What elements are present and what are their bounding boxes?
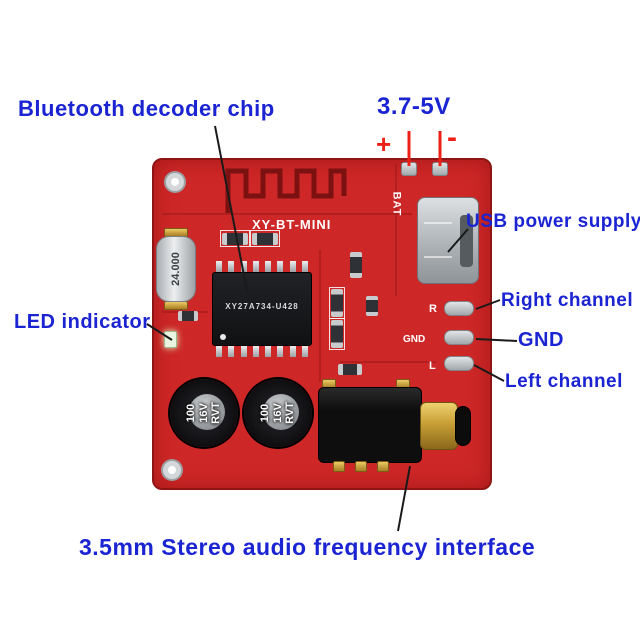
audio-jack-opening [455, 406, 471, 446]
chip-pins-top [216, 261, 308, 272]
label-led-indicator: LED indicator [14, 311, 151, 333]
silkscreen-box [329, 318, 345, 350]
pad-label-right: R [429, 303, 437, 315]
audio-jack-body [318, 387, 422, 463]
chip-pins-bottom [216, 346, 308, 357]
line-led [146, 323, 173, 341]
label-right-channel: Right channel [501, 290, 634, 311]
label-gnd: GND [518, 329, 564, 351]
smd-component [331, 289, 343, 317]
usb-shell-crease [424, 222, 452, 224]
smd-component [222, 233, 248, 245]
jack-pin-pad [333, 461, 345, 472]
electrolytic-capacitor: 100 16V RVT [170, 379, 238, 447]
right-channel-pad [444, 301, 474, 316]
chip-marking: XY27A734-U428 [225, 302, 299, 311]
mounting-hole-top-left [166, 173, 184, 191]
smd-component [366, 296, 378, 316]
usb-opening [460, 215, 473, 267]
pad-label-left: L [429, 360, 436, 372]
chip-pin1-dot [220, 334, 226, 340]
line-gnd [475, 338, 518, 342]
smd-component [338, 364, 362, 375]
crystal-oscillator [156, 236, 196, 302]
pad-label-gnd: GND [403, 334, 426, 345]
jack-pin-pad [355, 461, 367, 472]
left-channel-pad [444, 356, 474, 371]
board-model-label: XY-BT-MINI [252, 217, 332, 232]
electrolytic-capacitor: 100 16V RVT [244, 379, 312, 447]
label-bluetooth-decoder-chip: Bluetooth decoder chip [18, 96, 275, 121]
line-bluetooth-chip [214, 125, 248, 292]
silkscreen-box [250, 230, 280, 247]
micro-usb-connector [417, 197, 479, 284]
mounting-hole-bottom-left [163, 461, 181, 479]
bluetooth-decoder-chip [212, 272, 312, 346]
plus-sign: + [376, 129, 392, 159]
line-audio-jack [397, 465, 411, 532]
capacitor-top [189, 394, 225, 430]
minus-sign: - [447, 121, 458, 154]
bluetooth-antenna-trace [225, 168, 347, 213]
line-right-channel [475, 299, 501, 310]
label-left-channel: Left channel [505, 371, 623, 392]
gnd-pad [444, 330, 474, 345]
smd-component [252, 233, 278, 245]
label-voltage-range: 3.7-5V [377, 93, 451, 120]
line-left-channel [473, 364, 505, 382]
jack-pin-pad [377, 461, 389, 472]
smd-component [331, 320, 343, 348]
label-audio-interface: 3.5mm Stereo audio frequency interface [79, 534, 536, 560]
usb-shell-crease [424, 256, 452, 258]
label-usb-power-supply: USB power supply [466, 211, 640, 232]
smd-component [178, 311, 198, 321]
line-usb-power [447, 228, 469, 253]
smd-component [350, 252, 362, 278]
capacitor-top [263, 394, 299, 430]
